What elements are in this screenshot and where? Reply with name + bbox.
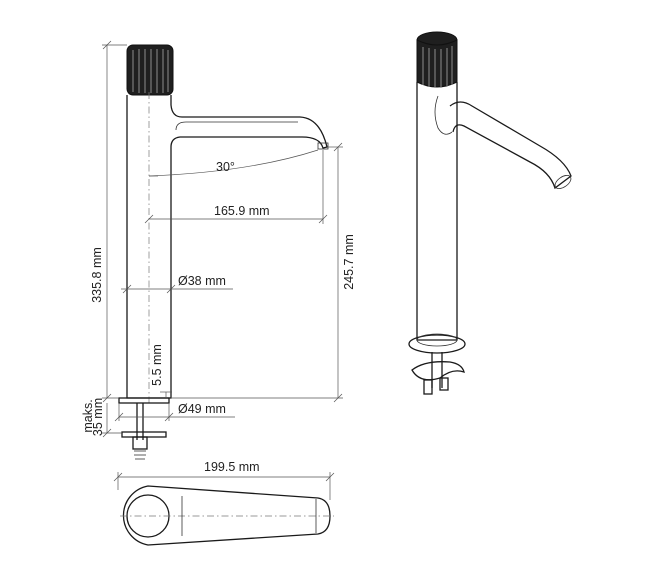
label-spout-reach: 165.9 mm — [214, 204, 270, 218]
label-body-diameter: Ø38 mm — [178, 274, 226, 288]
mounting-plate — [121, 431, 167, 438]
label-max-counter: 35 mm — [91, 398, 105, 436]
perspective-view — [408, 31, 572, 395]
perspective-spout — [449, 101, 572, 190]
front-elevation-view — [102, 40, 343, 460]
label-total-length: 199.5 mm — [204, 460, 260, 474]
label-base-diameter: Ø49 mm — [178, 402, 226, 416]
top-view-outline — [122, 485, 331, 546]
perspective-body — [416, 82, 458, 341]
aerator — [317, 142, 329, 150]
mounting-nut — [132, 436, 148, 450]
top-view-handle-ring — [126, 494, 170, 538]
perspective-base — [408, 334, 466, 354]
top-view — [113, 472, 335, 546]
handle-ribs — [132, 49, 169, 93]
label-max: maks. — [81, 399, 95, 432]
label-angle: 30° — [216, 160, 235, 174]
label-spout-height: 245.7 mm — [342, 234, 356, 290]
base-flange — [118, 397, 170, 404]
knurled-handle — [126, 44, 174, 96]
label-wall-thickness: 5.5 mm — [150, 344, 164, 386]
faucet-body-outline — [126, 95, 328, 399]
label-total-height: 335.8 mm — [90, 247, 104, 303]
spout-inner-line — [175, 121, 298, 131]
perspective-aerator — [554, 175, 572, 189]
perspective-handle-ribs — [422, 46, 453, 88]
perspective-mount-plate — [411, 361, 465, 381]
dim-angle-arc — [148, 149, 319, 177]
